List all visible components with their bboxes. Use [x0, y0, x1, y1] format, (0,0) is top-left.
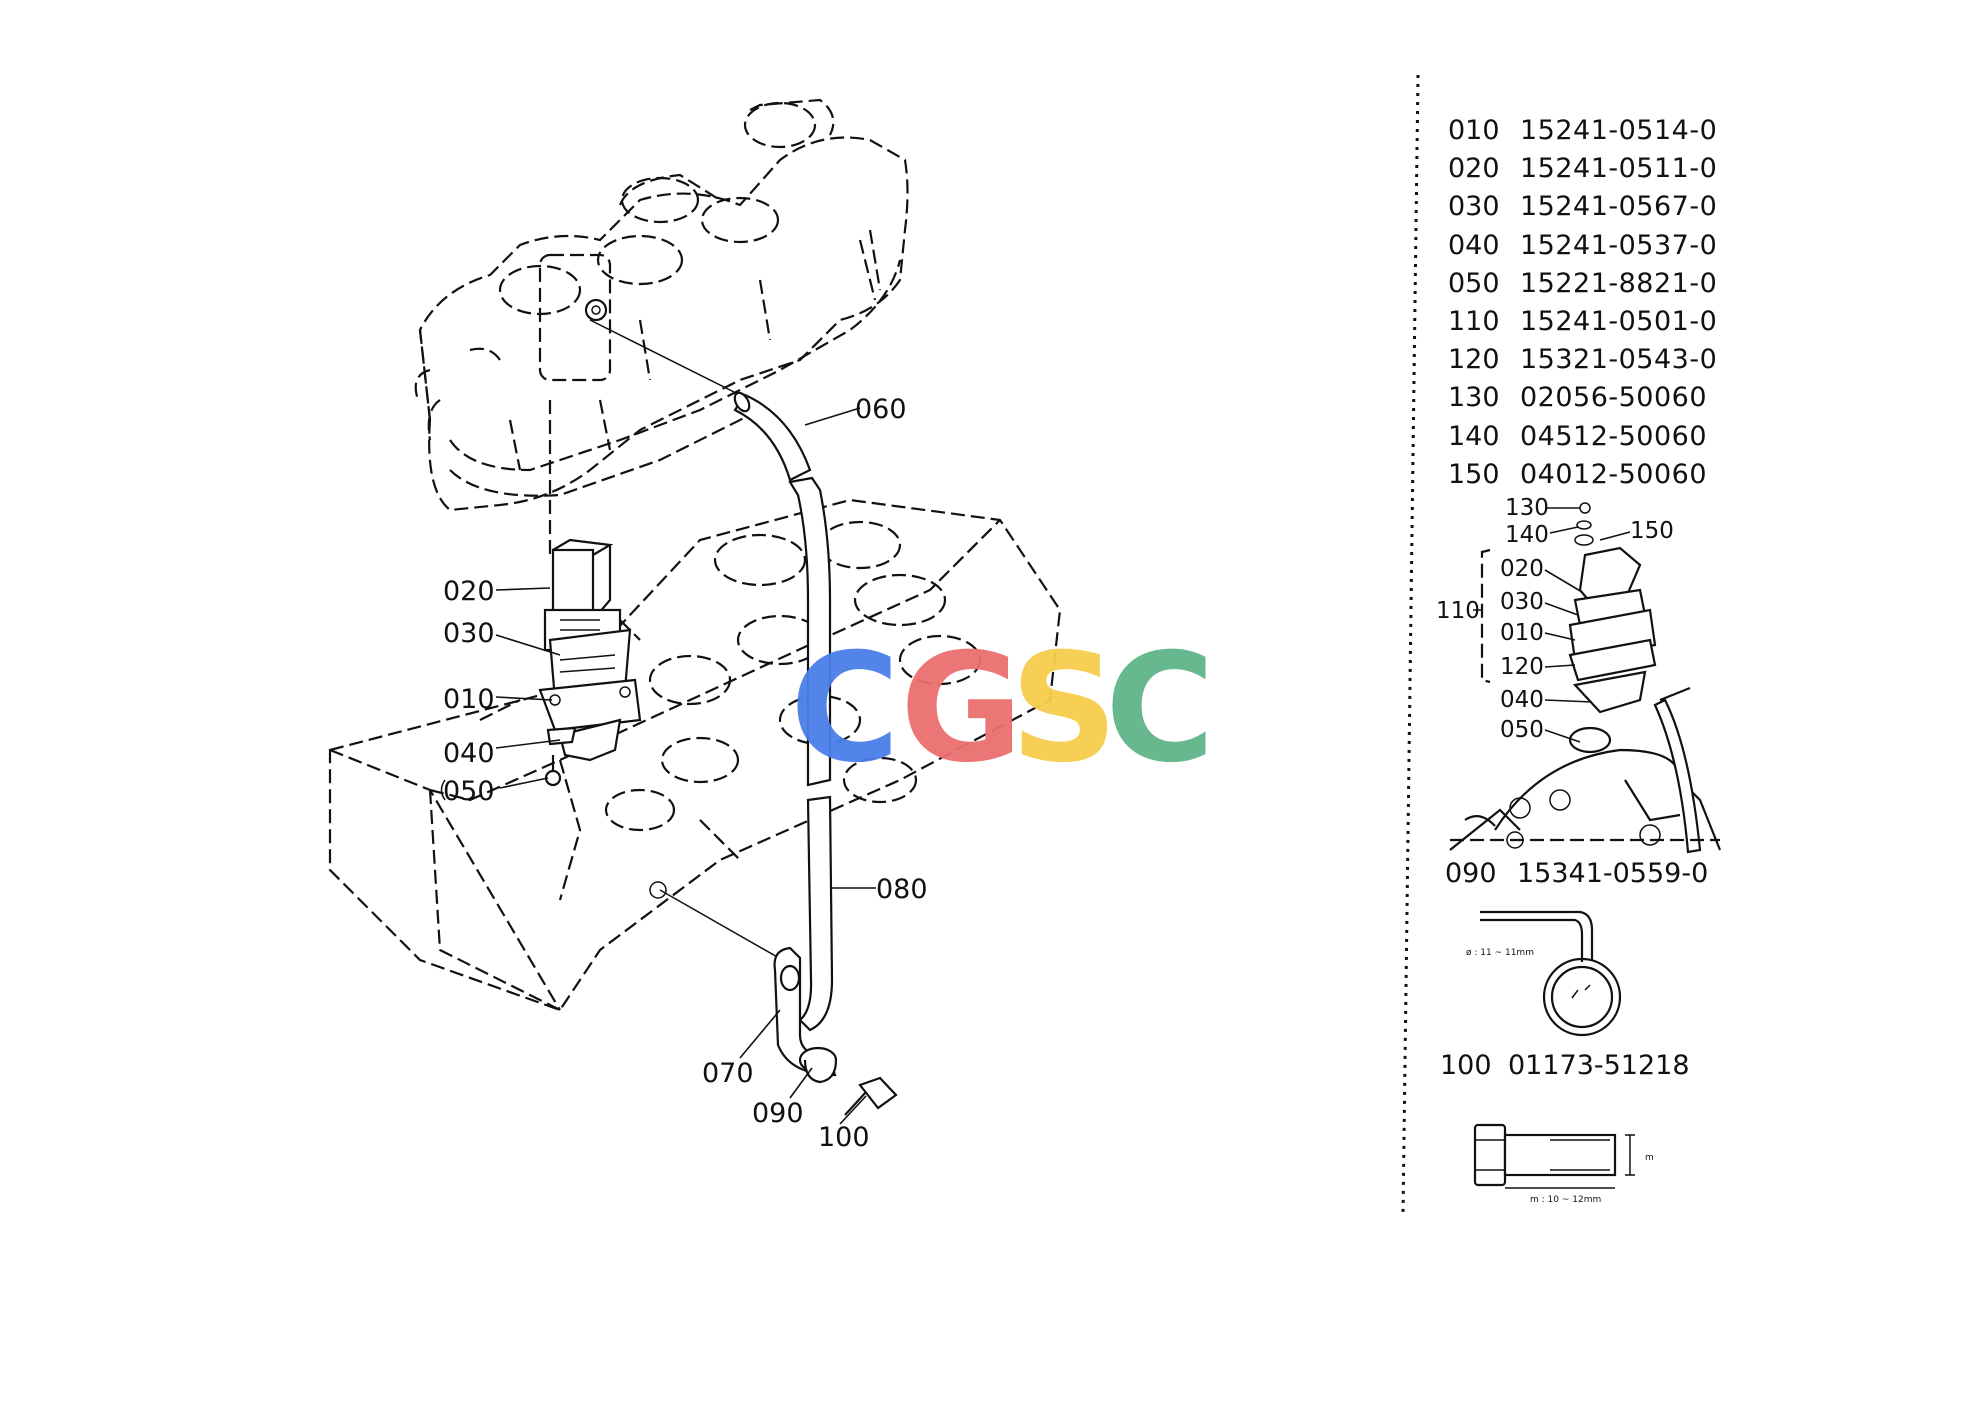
- part-ref-no: 130: [1448, 382, 1500, 414]
- part-number: 15241-0501-0: [1520, 305, 1718, 337]
- parts-list-row: 040 15241-0537-0: [1448, 227, 1720, 265]
- callout-080: 080: [876, 874, 928, 905]
- part-number: 15241-0514-0: [1520, 115, 1718, 146]
- parts-list-row: 150 04012-50060: [1448, 456, 1720, 494]
- part-ref-no: 140: [1448, 420, 1500, 452]
- watermark-letter: S: [1010, 622, 1118, 796]
- part-number: 15241-0537-0: [1520, 229, 1718, 261]
- detail-callout-130: 130: [1505, 495, 1549, 521]
- detail-callout-020: 020: [1500, 556, 1544, 582]
- detail-callouts: 130 140 150 020 110 030 010 120 040 050: [1436, 495, 1674, 743]
- detail-callout-150: 150: [1630, 518, 1674, 544]
- bolt-part-spec: 100 01173-51218: [1440, 1050, 1690, 1081]
- callout-060: 060: [855, 394, 907, 425]
- callout-070: 070: [702, 1058, 754, 1089]
- pipe-dimension-note: ø : 11 ~ 11mm: [1466, 948, 1534, 958]
- detail-callout-050: 050: [1500, 717, 1544, 743]
- parts-list-row: 140 04512-50060: [1448, 418, 1720, 456]
- detail-callout-120: 120: [1500, 654, 1544, 680]
- detail-callout-030: 030: [1500, 589, 1544, 615]
- callout-020: 020: [443, 576, 495, 607]
- parts-list: 010 15241-0514-0 020 15241-0511-0 030 15241-0…: [1448, 112, 1720, 494]
- svg-text:m: m: [1645, 1153, 1654, 1163]
- part-ref-no: 030: [1448, 191, 1500, 223]
- parts-list-row: 120 15321-0543-0: [1448, 341, 1720, 379]
- pipe-090-sketch: ø : 11 ~ 11mm: [1466, 910, 1622, 1037]
- bolt-part-no: 100: [1440, 1050, 1492, 1081]
- part-number: 15241-0511-0: [1520, 153, 1718, 185]
- callout-050: 050: [443, 776, 495, 807]
- parts-list-row: 110 15241-0501-0: [1448, 303, 1720, 341]
- head-cover-outline: [414, 98, 909, 512]
- detail-callout-140: 140: [1505, 522, 1549, 548]
- watermark-letter: G: [900, 622, 1023, 796]
- parts-list-row: 010 15241-0514-0: [1448, 112, 1720, 150]
- part-ref-no: 020: [1448, 153, 1500, 185]
- column-divider: [1401, 74, 1420, 1216]
- breather-hose: [589, 319, 834, 1032]
- part-number: 02056-50060: [1520, 382, 1708, 414]
- detail-callout-010: 010: [1500, 620, 1544, 646]
- callout-030: 030: [443, 618, 495, 649]
- pipe-part-spec: 090 15341-0559-0: [1445, 858, 1708, 889]
- parts-list-row: 050 15221-8821-0: [1448, 265, 1720, 303]
- callout-010: 010: [443, 684, 495, 715]
- parts-list-row: 030 15241-0567-0: [1448, 188, 1720, 226]
- parts-list-row: 020 15241-0511-0: [1448, 150, 1720, 188]
- part-number: 04012-50060: [1520, 458, 1708, 490]
- cylinder-block-outline: [328, 498, 1062, 1012]
- bolt-part-number: 01173-51218: [1508, 1050, 1690, 1081]
- detail-callout-040: 040: [1500, 687, 1544, 713]
- breather-assembly: [538, 400, 642, 787]
- part-ref-no: 050: [1448, 267, 1500, 299]
- part-ref-no: 150: [1448, 458, 1500, 490]
- detail-callout-110: 110: [1436, 598, 1480, 624]
- main-callouts: 060 020 030 010 040 050 080 070 090 100: [440, 394, 928, 1153]
- callout-090: 090: [752, 1098, 804, 1129]
- part-ref-no: 120: [1448, 344, 1500, 376]
- pipe-part-no: 090: [1445, 858, 1497, 889]
- callout-040: 040: [443, 738, 495, 769]
- watermark-letter: C: [790, 622, 900, 796]
- bolt-dimension-note: m : 10 ~ 12mm: [1530, 1195, 1601, 1205]
- pipe-part-number: 15341-0559-0: [1517, 858, 1709, 889]
- part-number: 04512-50060: [1520, 420, 1708, 452]
- part-number: 15241-0567-0: [1520, 191, 1718, 223]
- cgsc-watermark-logo: C G S C: [790, 622, 1215, 796]
- part-number: 15321-0543-0: [1520, 344, 1718, 376]
- callout-100: 100: [818, 1122, 870, 1153]
- part-ref-no: 110: [1448, 305, 1500, 337]
- detail-assembly-view: [1449, 502, 1722, 854]
- pipe-clamp: [659, 889, 898, 1116]
- bolt-100-sketch: m m : 10 ~ 12mm: [1473, 1123, 1654, 1205]
- part-number: 15221-8821-0: [1520, 267, 1718, 299]
- part-ref-no: 040: [1448, 229, 1500, 261]
- parts-list-row: 130 02056-50060: [1448, 379, 1720, 417]
- part-ref-no: 010: [1448, 115, 1500, 146]
- watermark-letter: C: [1105, 622, 1215, 796]
